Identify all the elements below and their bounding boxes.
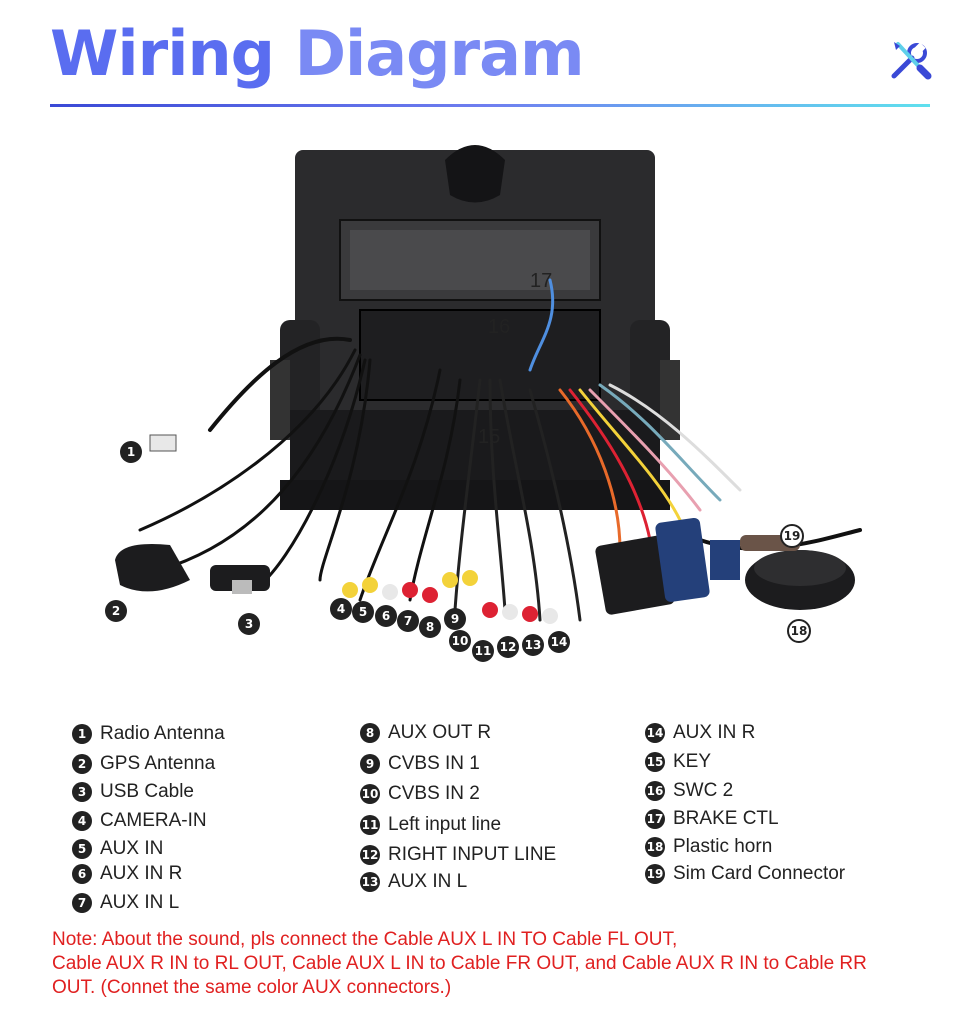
note-line-1: Note: About the sound, pls connect the C… (52, 929, 678, 950)
legend-label: Sim Card Connector (673, 863, 846, 884)
legend-number: 3 (72, 782, 92, 802)
legend-label: AUX IN (100, 838, 164, 859)
legend-number: 18 (645, 837, 665, 857)
legend-number: 13 (360, 872, 380, 892)
legend-item: 3 USB Cable (72, 781, 194, 803)
title-word-2: Diagram (294, 17, 585, 90)
legend-number: 17 (645, 809, 665, 829)
legend-item: 17 BRAKE CTL (645, 808, 779, 830)
legend-item: 11 Left input line (360, 814, 501, 836)
legend-item: 13 AUX IN L (360, 871, 467, 893)
callout-14: 14 (548, 631, 570, 653)
legend-number: 19 (645, 864, 665, 884)
legend-number: 6 (72, 864, 92, 884)
legend-item: 18 Plastic horn (645, 836, 772, 858)
legend-label: BRAKE CTL (673, 808, 779, 829)
legend-label: GPS Antenna (100, 753, 216, 774)
legend-item: 4 CAMERA-IN (72, 810, 207, 832)
callout-11: 11 (472, 640, 494, 662)
legend-item: 5 AUX IN (72, 838, 163, 860)
legend-number: 4 (72, 811, 92, 831)
legend-label: CVBS IN 2 (388, 783, 480, 804)
callout-19: 19 (780, 524, 804, 548)
legend-label: SWC 2 (673, 780, 734, 801)
legend-label: Plastic horn (673, 836, 773, 857)
legend-number: 12 (360, 845, 380, 865)
legend-label: RIGHT INPUT LINE (388, 844, 557, 865)
legend-number: 9 (360, 754, 380, 774)
legend-number: 14 (645, 723, 665, 743)
page-title: Wiring Diagram (50, 14, 585, 94)
sound-note: Note: About the sound, pls connect the C… (52, 928, 932, 1000)
connectors (115, 434, 855, 624)
legend-item: 1 Radio Antenna (72, 723, 225, 745)
legend-number: 15 (645, 752, 665, 772)
callout-10: 10 (449, 630, 471, 652)
legend-label: Left input line (388, 814, 502, 835)
head-unit-body (270, 145, 680, 510)
callout-12: 12 (497, 636, 519, 658)
legend-item: 12 RIGHT INPUT LINE (360, 844, 556, 866)
legend-label: CAMERA-IN (100, 810, 207, 831)
legend-label: AUX IN R (673, 722, 756, 743)
legend-label: AUX IN L (388, 871, 468, 892)
callout-3: 3 (238, 613, 260, 635)
callout-13: 13 (522, 634, 544, 656)
callout-1: 1 (120, 441, 142, 463)
legend-number: 8 (360, 723, 380, 743)
legend-number: 11 (360, 815, 380, 835)
legend-item: 9 CVBS IN 1 (360, 753, 480, 775)
legend-number: 5 (72, 839, 92, 859)
legend-item: 14 AUX IN R (645, 722, 755, 744)
callout-8: 8 (419, 616, 441, 638)
legend-item: 15 KEY (645, 751, 711, 773)
legend-label: AUX OUT R (388, 722, 492, 743)
legend-number: 7 (72, 893, 92, 913)
callout-9: 9 (444, 608, 466, 630)
callout-7: 7 (397, 610, 419, 632)
legend-item: 7 AUX IN L (72, 892, 179, 914)
legend-item: 8 AUX OUT R (360, 722, 491, 744)
legend-item: 2 GPS Antenna (72, 753, 215, 775)
legend-number: 10 (360, 784, 380, 804)
note-line-3: OUT. (Connet the same color AUX connecto… (52, 977, 452, 998)
legend-item: 6 AUX IN R (72, 863, 182, 885)
callout-5: 5 (352, 601, 374, 623)
callout-6: 6 (375, 605, 397, 627)
cable-harness (138, 278, 862, 622)
legend-item: 10 CVBS IN 2 (360, 783, 480, 805)
legend-label: CVBS IN 1 (388, 753, 480, 774)
header-divider (50, 104, 930, 107)
callout-2: 2 (105, 600, 127, 622)
callout-17: 17 (530, 270, 553, 292)
legend-label: USB Cable (100, 781, 194, 802)
legend-item: 16 SWC 2 (645, 780, 733, 802)
legend-label: AUX IN L (100, 892, 180, 913)
tools-icon (891, 42, 932, 80)
legend-item: 19 Sim Card Connector (645, 863, 845, 885)
legend-number: 2 (72, 754, 92, 774)
legend-number: 1 (72, 724, 92, 744)
callout-16: 16 (488, 316, 511, 338)
legend-label: AUX IN R (100, 863, 183, 884)
note-line-2: Cable AUX R IN to RL OUT, Cable AUX L IN… (52, 953, 867, 974)
title-word-1: Wiring (50, 17, 275, 90)
callout-18: 18 (787, 619, 811, 643)
legend-label: Radio Antenna (100, 723, 225, 744)
callout-15: 15 (478, 426, 501, 448)
callout-4: 4 (330, 598, 352, 620)
legend-label: KEY (673, 751, 712, 772)
head-unit-diagram (115, 145, 862, 624)
legend-number: 16 (645, 781, 665, 801)
